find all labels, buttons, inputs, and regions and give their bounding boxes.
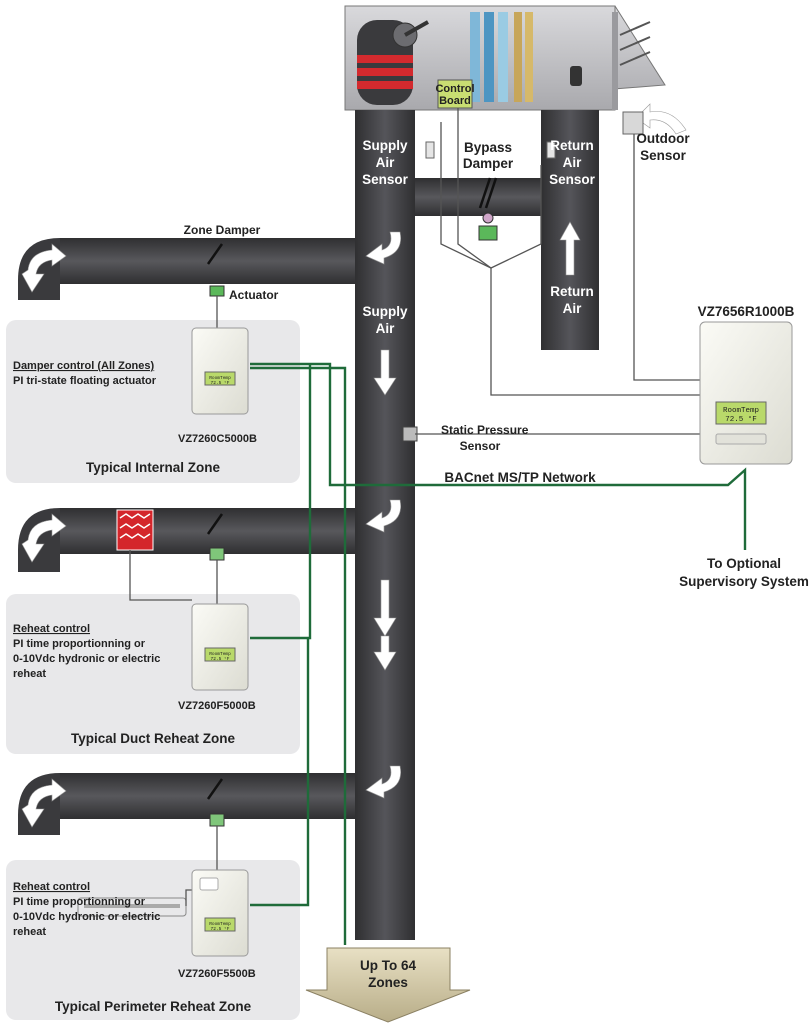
zone-1-title: Typical Internal Zone (86, 460, 221, 475)
down-arrow (373, 635, 397, 671)
zone-panel-internal (6, 320, 300, 483)
airflow-arrow (21, 243, 67, 293)
up-to-zones-label-1: Up To 64 (360, 958, 416, 973)
control-board (437, 79, 473, 109)
static-pressure-label-2: Sensor (460, 439, 501, 453)
airflow-arrow (21, 513, 67, 563)
actuator-label: Actuator (229, 288, 279, 302)
control-board-label-2: Board (439, 95, 471, 107)
zone-2-desc-1: PI time proportionning or (13, 638, 146, 650)
bypass-damper-label-2: Damper (463, 156, 514, 171)
airflow-arrow (21, 778, 67, 828)
baseboard-heater (77, 897, 187, 917)
supply-air-label-1: Supply (362, 304, 407, 319)
control-board-label-1: Control (435, 83, 474, 95)
zone-3-desc-2: 0-10Vdc hydronic or electric (13, 911, 160, 923)
static-pressure-sensor (402, 426, 418, 442)
supply-air-sensor-label-1: Supply (362, 138, 407, 153)
zone-1-heading: Damper control (All Zones) (13, 360, 155, 372)
supervisory-label-2: Supervisory System (679, 574, 809, 589)
controller-lcd-line-1: RoomTemp (723, 407, 759, 415)
bypass-duct (415, 178, 541, 216)
main-controller-model: VZ7656R1000B (698, 304, 795, 319)
branch-duct-3 (18, 773, 355, 835)
return-air-sensor-label-2: Air (563, 155, 583, 170)
zone-3-title: Typical Perimeter Reheat Zone (55, 999, 252, 1014)
zone-dampers (206, 177, 498, 800)
up-to-zones-arrow (305, 947, 471, 1023)
up-to-zones-label-2: Zones (368, 975, 408, 990)
zone-3-heading: Reheat control (13, 881, 90, 893)
lcd-line-1: RoomTemp (209, 375, 231, 381)
main-controller[interactable]: RoomTemp 72.5 °F (699, 321, 793, 465)
return-air-sensor-label-3: Sensor (549, 172, 596, 187)
supply-air-sensor-label-2: Air (376, 155, 396, 170)
zone-1-model: VZ7260C5000B (178, 433, 257, 445)
airflow-arrow (365, 499, 401, 533)
down-arrow (373, 349, 397, 396)
supply-air-label-2: Air (376, 321, 396, 336)
zone-2-desc-3: reheat (13, 668, 46, 680)
zone-2-title: Typical Duct Reheat Zone (71, 731, 236, 746)
supply-air-sensor (425, 141, 435, 159)
airflow-arrow (365, 765, 401, 799)
lcd-line-1: RoomTemp (209, 651, 231, 657)
zone-1-desc-1: PI tri-state floating actuator (13, 375, 157, 387)
airflow-arrow (365, 231, 401, 265)
air-handling-unit (344, 5, 666, 111)
sensor-wiring (129, 108, 720, 906)
up-arrow (559, 221, 581, 276)
zone-3-desc-3: reheat (13, 926, 46, 938)
lcd-line-2: 72.5 °F (211, 926, 230, 932)
zone-thermostat-2[interactable]: RoomTemp 72.5 °F (191, 603, 249, 691)
bacnet-network-line (250, 362, 747, 945)
return-air-sensor-label-1: Return (550, 138, 594, 153)
branch-duct-1 (18, 238, 355, 300)
zone-damper-label: Zone Damper (184, 223, 261, 237)
lcd-line-2: 72.5 °F (211, 656, 230, 662)
lcd-line-2: 72.5 °F (211, 380, 230, 386)
static-pressure-label-1: Static Pressure (441, 423, 529, 437)
zone-2-heading: Reheat control (13, 623, 90, 635)
zone-thermostat-1[interactable]: RoomTemp 72.5 °F (191, 327, 249, 415)
zone-2-model: VZ7260F5000B (178, 700, 256, 712)
controller-lcd-line-2: 72.5 °F (725, 415, 757, 424)
return-air-sensor (546, 141, 556, 159)
zone-panel-duct-reheat (6, 594, 300, 754)
return-air-label-2: Air (563, 301, 583, 316)
zone-3-model: VZ7260F5500B (178, 968, 256, 980)
bacnet-network-label: BACnet MS/TP Network (444, 470, 596, 485)
branch-duct-2 (18, 508, 355, 572)
supervisory-label-1: To Optional (707, 556, 781, 571)
bypass-damper-label-1: Bypass (464, 140, 512, 155)
lcd-line-1: RoomTemp (209, 921, 231, 927)
outdoor-sensor-label-1: Outdoor (636, 131, 690, 146)
zone-2-desc-2: 0-10Vdc hydronic or electric (13, 653, 160, 665)
supply-air-sensor-label-3: Sensor (362, 172, 409, 187)
outdoor-sensor-label-2: Sensor (640, 148, 687, 163)
down-arrow (373, 579, 397, 637)
return-air-label-1: Return (550, 284, 594, 299)
zone-3-desc-1: PI time proportionning or (13, 896, 146, 908)
zone-thermostat-3[interactable]: RoomTemp 72.5 °F (191, 869, 249, 957)
outdoor-sensor (622, 111, 644, 135)
